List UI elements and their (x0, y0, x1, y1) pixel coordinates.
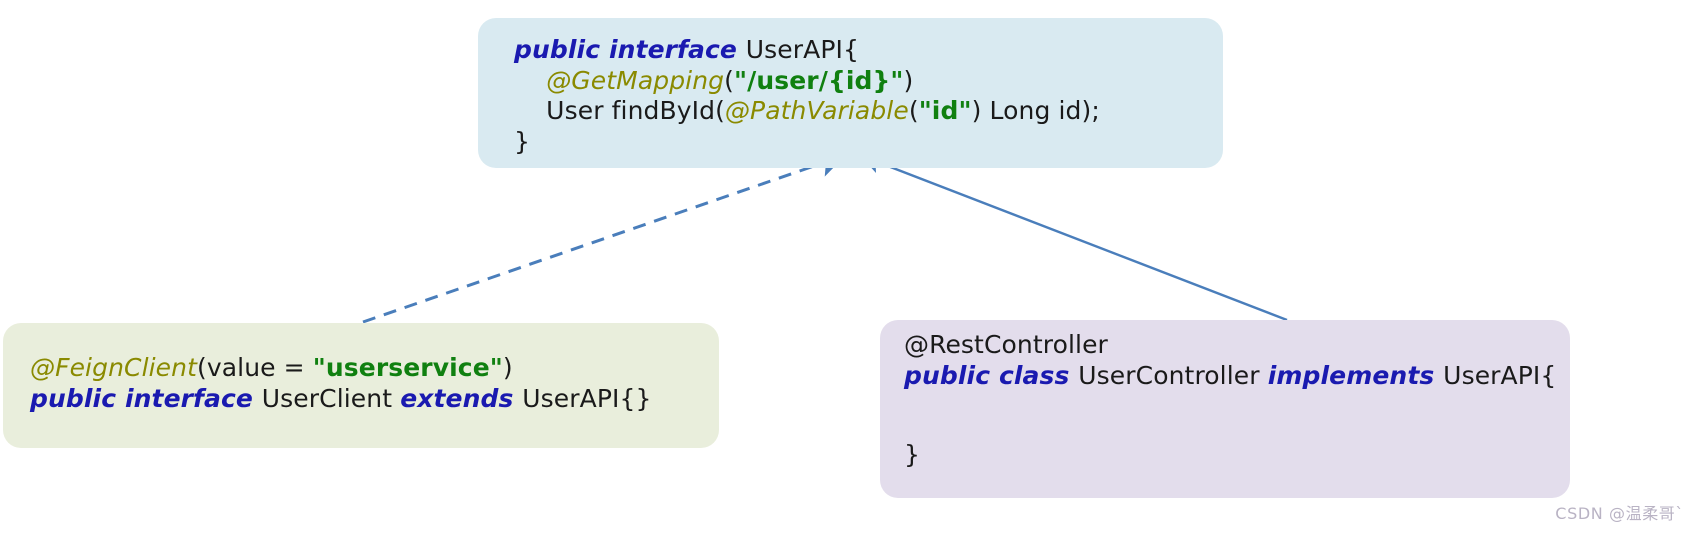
code-token: @PathVariable (724, 96, 909, 125)
code-token: ) (903, 65, 914, 95)
code-token: implements (1267, 360, 1444, 390)
code-box-userapi: public interface UserAPI{ @GetMapping("/… (478, 18, 1223, 168)
code-block-userapi: public interface UserAPI{ @GetMapping("/… (514, 35, 1100, 157)
code-box-userclient: @FeignClient(value = "userservice") publ… (3, 323, 719, 448)
code-block-usercontroller-closing: } (904, 440, 920, 471)
code-token (514, 66, 546, 95)
code-token: UserAPI{} (522, 383, 652, 413)
connector-usercontroller-implements-userapi (859, 152, 1288, 322)
code-block-usercontroller: @RestController public class UserControl… (904, 330, 1556, 391)
code-token: } (514, 126, 531, 156)
code-box-usercontroller: @RestController public class UserControl… (880, 320, 1570, 498)
code-token: ) (502, 353, 513, 382)
code-token: public interface (30, 383, 262, 413)
code-token: UserController (1078, 360, 1268, 390)
code-token: extends (400, 383, 523, 413)
code-token: } (904, 440, 921, 469)
code-token: @GetMapping (546, 65, 725, 95)
code-token: UserAPI{ (1443, 360, 1557, 390)
code-token: ( (724, 65, 734, 95)
code-token: @FeignClient (30, 353, 197, 382)
code-token: "userservice" (312, 353, 503, 382)
code-block-userclient: @FeignClient(value = "userservice") publ… (30, 353, 652, 414)
code-token: UserClient (261, 383, 401, 413)
code-token: "id" (918, 96, 972, 125)
code-token: UserAPI{ (745, 35, 860, 64)
code-token: public interface (514, 35, 746, 64)
connector-userclient-extends-userapi (362, 151, 846, 324)
code-token: ) Long id); (971, 96, 1100, 125)
code-token: public class (904, 360, 1079, 390)
code-token: "/user/{id}" (734, 65, 904, 95)
csdn-watermark: CSDN @温柔哥` (1555, 504, 1684, 523)
code-token: ( (908, 96, 919, 125)
code-token: (value = (197, 353, 313, 382)
code-token: User findById( (514, 96, 725, 125)
code-token: @RestController (904, 330, 1108, 359)
